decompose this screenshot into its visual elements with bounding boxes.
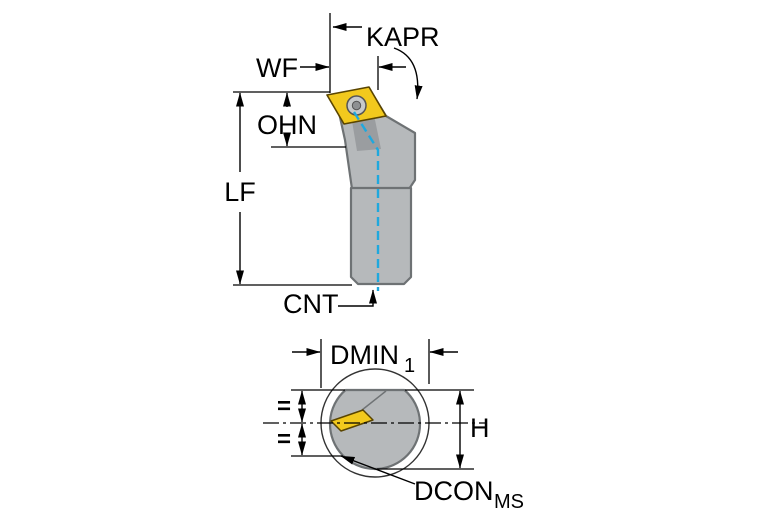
cnt-leader	[338, 289, 377, 307]
tool-shank	[349, 186, 413, 286]
wf-label: WF	[256, 53, 298, 83]
dmin-label: DMIN	[330, 340, 399, 370]
kapr-label: KAPR	[366, 22, 440, 52]
equal-upper-label: =	[277, 393, 291, 420]
equal-lower-label: =	[277, 426, 291, 453]
h-label: H	[470, 413, 490, 443]
tool-side-view: KAPR WF OHN LF CNT	[224, 13, 440, 319]
ohn-label: OHN	[257, 110, 317, 140]
dmin-subscript: 1	[404, 355, 415, 377]
center-axis-line	[352, 111, 380, 291]
cnt-label: CNT	[283, 289, 339, 319]
cutting-insert-end	[330, 409, 374, 432]
pocket-edge-line	[361, 390, 387, 411]
insert-screw-center	[351, 100, 362, 111]
kapr-angle-arc	[393, 47, 423, 100]
lf-label: LF	[224, 177, 256, 207]
dcon-label: DCON	[414, 476, 494, 506]
dcon-subscript: MS	[494, 491, 524, 513]
tool-end-view: DMIN 1 H = = DCON MS	[263, 339, 524, 513]
dcon-leader	[340, 455, 416, 485]
